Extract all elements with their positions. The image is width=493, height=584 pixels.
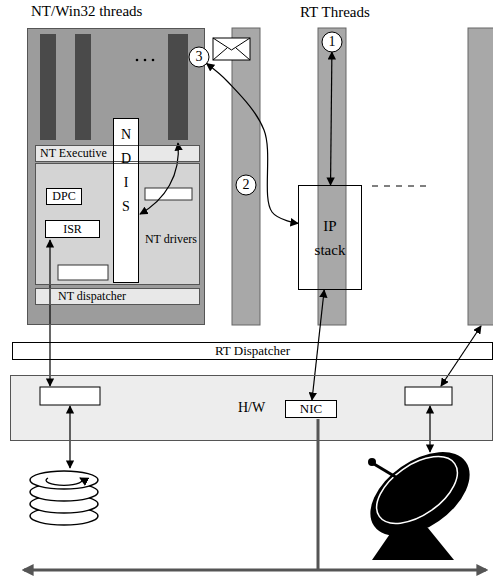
callout-number: 1	[321, 31, 343, 53]
thread-bar	[318, 28, 346, 325]
node-fill	[45, 220, 100, 238]
rt-thread-bars	[232, 28, 493, 325]
ndis-thread-arrow	[140, 143, 178, 214]
node-text: 3	[196, 49, 203, 65]
ip-stack-box: IP stack	[298, 185, 362, 290]
driver-box	[58, 265, 108, 280]
hardware-band: H/W NIC	[10, 375, 493, 441]
thread-bar	[40, 34, 56, 140]
connector-arrow	[207, 64, 298, 224]
node-text: NIC	[300, 401, 322, 417]
connector-arrow	[312, 290, 324, 400]
node-text: NT dispatcher	[58, 289, 126, 304]
node-fill	[35, 288, 200, 305]
node-fill	[113, 118, 139, 283]
callout-number: 3	[188, 46, 210, 68]
disk-controller-box	[40, 387, 100, 405]
nt-thread-bars	[40, 34, 188, 140]
node-text: ISR	[63, 222, 82, 237]
isr-hw-arrow	[49, 240, 50, 386]
node-fill	[27, 28, 205, 325]
node-fill	[12, 342, 493, 360]
ndis-box: N D I S	[113, 118, 139, 283]
thread-bar	[468, 28, 493, 325]
thread-bar	[168, 34, 188, 140]
connector-arrow	[331, 52, 332, 185]
node-text: NT drivers	[143, 232, 199, 246]
ellipsis-dot	[152, 59, 155, 62]
node-text: RT Dispatcher	[215, 343, 290, 359]
callout-number: 2	[235, 174, 257, 196]
network-bus	[24, 569, 486, 572]
node-fill	[46, 188, 82, 205]
executive-band: NT Executive	[35, 145, 200, 162]
thread-bar	[232, 28, 260, 325]
drivers-box: NT drivers DPC ISR	[35, 163, 200, 285]
node-text: NT Executive	[40, 146, 107, 161]
thread-bar	[75, 34, 91, 140]
node-text: NT/Win32 threads	[31, 3, 142, 20]
node-text: 2	[243, 177, 250, 193]
section-heading: RT Threads	[300, 4, 370, 21]
node-text: H/W	[238, 400, 265, 416]
disk-icon	[30, 471, 98, 525]
rt-dispatcher-band: RT Dispatcher	[12, 342, 493, 360]
ellipsis-dot	[136, 59, 139, 62]
node-text: DPC	[52, 189, 75, 204]
ellipsis-dashes	[372, 186, 426, 187]
device-box	[405, 387, 452, 405]
dish-arrow	[429, 406, 430, 452]
message-envelope	[213, 38, 250, 60]
satellite-dish	[355, 435, 485, 560]
node-text: 1	[329, 34, 336, 50]
rt-device-arrow	[441, 326, 481, 386]
driver-bar	[145, 188, 192, 200]
network-drop	[317, 419, 320, 570]
node-text: IP stack	[308, 214, 352, 262]
nic-box: NIC	[285, 400, 337, 418]
node-fill	[285, 400, 337, 418]
dispatcher-band: NT dispatcher	[35, 288, 200, 305]
dpc-box: DPC	[46, 188, 82, 205]
node-text: N D I S	[121, 123, 131, 219]
disk-arrow	[69, 406, 70, 468]
thread-group: NT/Win32 threadsNT ExecutiveNT driversDP…	[27, 28, 205, 325]
ellipsis-dot	[144, 59, 147, 62]
node-fill	[10, 375, 493, 441]
isr-box: ISR	[45, 220, 100, 238]
